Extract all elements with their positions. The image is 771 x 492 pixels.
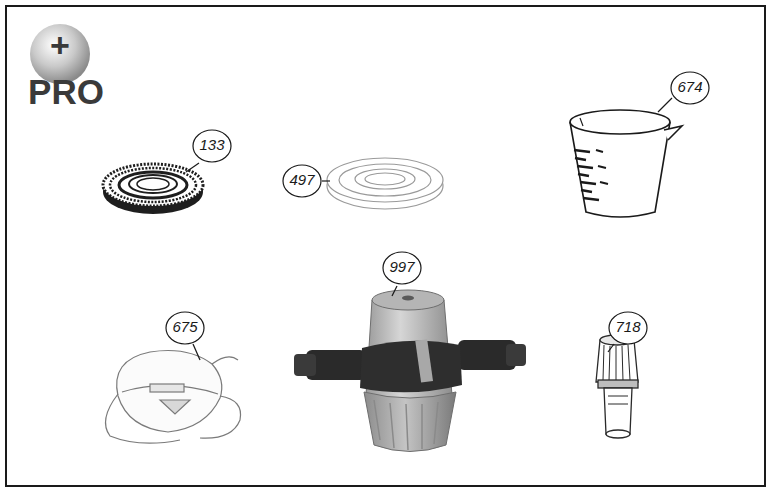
ring-hole [137, 178, 169, 190]
ring-outline [327, 158, 443, 202]
ring-outline [355, 169, 415, 189]
mask-strap [200, 396, 241, 438]
leader-line [186, 163, 199, 172]
valve-stem [606, 430, 630, 438]
pipe-connector [294, 354, 316, 376]
nut-ribs [603, 345, 630, 382]
frame [6, 6, 765, 486]
filter-collar [360, 341, 462, 393]
callout-ring [671, 72, 709, 104]
callout-number: 133 [192, 137, 232, 152]
callout-circle: 674 [670, 71, 710, 105]
callout-ring [166, 312, 204, 344]
ring-face [110, 168, 196, 202]
valve-fitting [596, 335, 638, 438]
mask-strap [106, 394, 181, 443]
callout-ring [383, 252, 421, 284]
ring-face [103, 164, 203, 206]
ring-outline [365, 173, 405, 185]
scale-marks [596, 150, 608, 184]
callout-circle: 997 [382, 251, 422, 285]
pro-badge: + PRO [16, 22, 116, 117]
measuring-cup [570, 110, 682, 217]
callout-circle: 497 [282, 164, 322, 198]
callout-circle: 675 [165, 311, 205, 345]
scale-marks [574, 150, 599, 200]
callout-number: 497 [282, 172, 322, 187]
ring-hole [129, 175, 177, 193]
callout-number: 674 [670, 79, 710, 94]
callout-ring [193, 130, 231, 162]
cup-mark [580, 118, 583, 126]
mask-label [150, 384, 184, 392]
dust-mask [106, 351, 241, 444]
cup-rim [570, 110, 670, 134]
ring-outline [339, 164, 431, 196]
cup-spout [664, 126, 682, 140]
leader-line [322, 180, 330, 181]
callout-number: 718 [608, 319, 648, 334]
seal-ring [103, 164, 203, 214]
callout-number: 997 [382, 259, 422, 274]
filter-bowl [364, 392, 456, 452]
valve-nut [596, 340, 638, 382]
stem-thread [608, 396, 628, 404]
bowl-ribs [374, 400, 438, 450]
mask-shell [117, 351, 222, 433]
filter-label [415, 339, 433, 382]
leader-line [658, 98, 672, 112]
leader-line [608, 344, 614, 352]
filter-cap [402, 296, 414, 301]
badge-symbol: + [16, 28, 104, 62]
callout-circle: 133 [192, 129, 232, 163]
inline-filter [294, 290, 526, 452]
pipe-connector [506, 344, 526, 366]
leader-line [193, 344, 200, 360]
mask-strap [212, 357, 238, 364]
ring-face [119, 172, 187, 198]
valve-collar [598, 380, 638, 388]
cup-body [570, 122, 670, 217]
callout-ring [283, 165, 321, 197]
callout-number: 675 [165, 319, 205, 334]
filter-cap [372, 290, 444, 310]
mask-valve [160, 400, 190, 414]
leader-line [392, 286, 397, 296]
callout-circle: 718 [608, 311, 648, 345]
valve-stem [604, 388, 632, 434]
badge-label: PRO [16, 74, 116, 109]
callout-ring [609, 312, 647, 344]
seal-ring [327, 158, 443, 209]
